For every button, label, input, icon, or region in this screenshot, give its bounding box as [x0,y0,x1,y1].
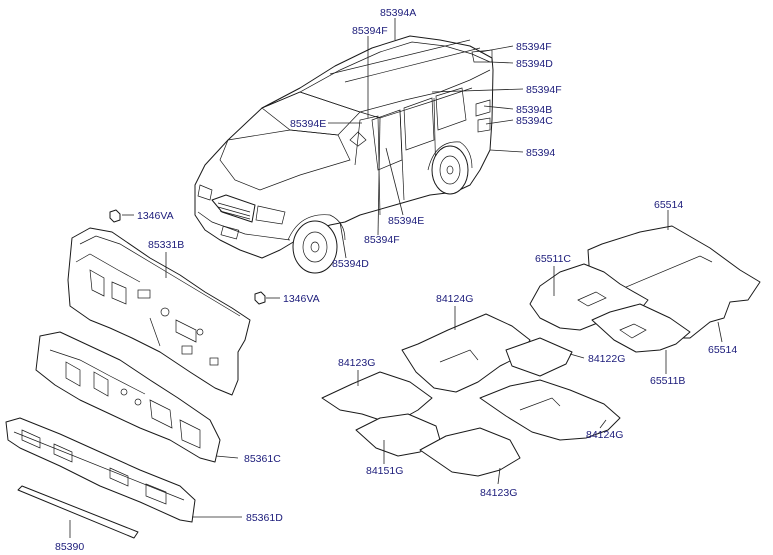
mat-84123g-bottom-illustration [419,427,521,477]
label-1346va-lower: 1346VA [283,293,320,305]
leader-lines [69,18,723,538]
nut-lower-illustration [254,291,266,305]
label-84123g-left: 84123G [338,357,375,369]
label-65511c: 65511C [535,253,571,265]
dash-panel-illustration [67,227,251,396]
label-84124g-right: 84124G [586,429,623,441]
mat-84123g-left-illustration [321,371,433,421]
vehicle-illustration [194,35,494,274]
label-85394b: 85394B [516,104,552,116]
label-85394f-roof: 85394F [352,25,388,37]
part-labels: 85394A 85394F 85394F 85394D 85394F 85394… [55,7,737,553]
insulator-c-illustration [35,331,221,463]
label-85394e-windshield: 85394E [290,118,326,130]
label-65511b: 65511B [650,375,685,387]
mat-65511b-illustration [591,303,691,353]
insulator-d-illustration [5,417,196,523]
label-85361c: 85361C [244,453,281,465]
label-85394: 85394 [526,147,555,159]
mat-84124g-rear-illustration [479,379,621,441]
label-85361d: 85361D [246,512,283,524]
label-1346va-upper: 1346VA [137,210,174,222]
label-85394c: 85394C [516,115,553,127]
nut-upper-illustration [109,209,121,223]
label-65514-right: 65514 [708,344,737,356]
label-85394a: 85394A [380,7,416,19]
label-85390: 85390 [55,541,84,553]
label-65514-top: 65514 [654,199,683,211]
label-85394f-lower: 85394F [364,234,400,246]
label-85394f-rear-mid: 85394F [526,84,562,96]
label-85394e-lower: 85394E [388,215,424,227]
label-85394d-lower: 85394D [332,258,369,270]
label-85331b: 85331B [148,239,184,251]
strip-illustration [17,485,139,539]
label-84122g: 84122G [588,353,625,365]
label-84123g-bottom: 84123G [480,487,517,499]
label-85394f-rear-top: 85394F [516,41,552,53]
label-84151g: 84151G [366,465,403,477]
label-85394d-rear: 85394D [516,58,553,70]
label-84124g-top: 84124G [436,293,473,305]
mat-84122g-illustration [505,337,573,377]
